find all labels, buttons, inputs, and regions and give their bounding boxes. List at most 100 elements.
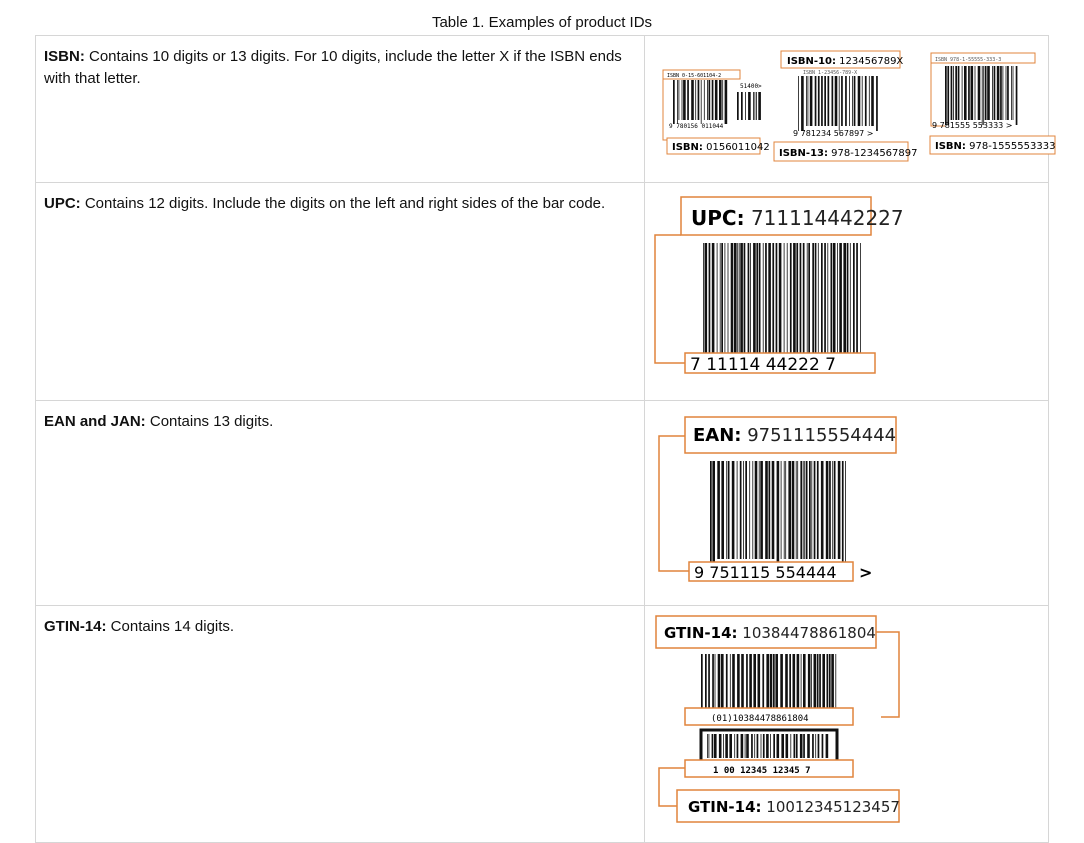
barcode-bar bbox=[753, 92, 754, 120]
barcode-bar bbox=[746, 734, 749, 758]
barcode-bar bbox=[711, 734, 714, 758]
barcode-bar bbox=[741, 654, 744, 708]
barcode-bar bbox=[996, 66, 1000, 120]
barcode-bar bbox=[808, 243, 810, 355]
barcode-bar bbox=[727, 461, 730, 559]
isbn10-example-a: ISBN 0-15-601104-2 51400> 9 780156 01104… bbox=[662, 69, 770, 155]
barcode-bar bbox=[748, 92, 751, 120]
table-caption: Table 1. Examples of product IDs bbox=[431, 14, 653, 31]
svg-text:ISBN-13: 978-1234567897: ISBN-13: 978-1234567897 bbox=[779, 148, 918, 159]
barcode-bar bbox=[721, 654, 724, 708]
barcode-bar bbox=[758, 461, 760, 559]
barcode-bar bbox=[820, 461, 824, 559]
svg-text:GTIN-14: 10384478861804: GTIN-14: 10384478861804 bbox=[664, 624, 876, 642]
barcode-bar bbox=[804, 461, 806, 559]
gtin-low-digits: 1 00 12345 12345 7 bbox=[713, 766, 811, 776]
ean-description: EAN and JAN: Contains 13 digits. bbox=[35, 400, 645, 606]
barcode-bar bbox=[737, 654, 740, 708]
barcode-bar bbox=[703, 80, 705, 120]
barcode-bar bbox=[732, 654, 735, 708]
barcode-bar bbox=[691, 80, 694, 120]
barcode-bar bbox=[722, 80, 724, 120]
barcode-bar bbox=[791, 461, 795, 559]
barcode-bar bbox=[705, 654, 707, 708]
barcode-bar bbox=[821, 734, 824, 758]
barcode-bar bbox=[700, 80, 702, 124]
barcode-bar bbox=[831, 654, 834, 708]
barcode-bar bbox=[849, 76, 850, 126]
barcode-bar bbox=[816, 654, 819, 708]
barcode-bar bbox=[789, 243, 792, 355]
barcode-bar bbox=[797, 461, 799, 559]
barcode-bar bbox=[760, 461, 763, 559]
barcode-bar bbox=[981, 66, 983, 125]
barcode-bar bbox=[721, 243, 723, 355]
upc-term: UPC: bbox=[44, 195, 81, 212]
upc-text: Contains 12 digits. Include the digits o… bbox=[80, 195, 606, 212]
barcode-bar bbox=[757, 654, 761, 708]
barcode-bar bbox=[845, 76, 847, 126]
barcode-bar bbox=[725, 654, 728, 708]
barcode-bar bbox=[762, 243, 764, 355]
barcode-bar bbox=[756, 734, 759, 758]
barcode-bar bbox=[772, 243, 775, 355]
barcode-bar bbox=[807, 76, 809, 126]
barcode-bar bbox=[766, 654, 769, 708]
barcode-bar bbox=[827, 76, 830, 126]
barcode-bar bbox=[740, 243, 743, 355]
gtin-text: Contains 14 digits. bbox=[106, 618, 235, 635]
barcode-bar bbox=[813, 654, 817, 708]
barcode-bar bbox=[707, 80, 708, 120]
barcode-bar bbox=[1012, 66, 1014, 120]
barcode-bar bbox=[1007, 66, 1009, 120]
barcode-bar bbox=[811, 461, 813, 559]
barcode-bar bbox=[821, 76, 823, 126]
ean-label-key: EAN: bbox=[693, 425, 742, 446]
gtin-mid-digits: (01)10384478861804 bbox=[711, 714, 809, 724]
barcode-bar bbox=[776, 734, 780, 758]
upc-bars bbox=[703, 243, 861, 365]
barcode-bar bbox=[743, 243, 746, 355]
gtin-figure-cell: GTIN-14: 10384478861804 (01)103844788618… bbox=[644, 605, 1049, 843]
barcode-bar bbox=[837, 461, 841, 559]
barcode-bar bbox=[717, 461, 720, 559]
barcode-bar bbox=[745, 92, 746, 120]
barcode-bar bbox=[830, 243, 833, 355]
barcode-bar bbox=[730, 243, 734, 355]
barcode-bar bbox=[719, 80, 722, 120]
barcode-bar bbox=[832, 243, 836, 355]
ean-label-value: 9751115554444 bbox=[747, 425, 896, 446]
barcode-bar bbox=[687, 80, 689, 120]
barcode-bar bbox=[778, 243, 782, 355]
barcode-bar bbox=[841, 76, 843, 126]
barcode-bar bbox=[788, 461, 791, 559]
upc-label-key: UPC: bbox=[691, 206, 745, 230]
gtin-top-value: 10384478861804 bbox=[742, 624, 876, 642]
isbn-b-top-key: ISBN-10: bbox=[787, 56, 836, 67]
barcode-bar bbox=[835, 654, 837, 708]
isbn-barcode-examples: ISBN 0-15-601104-2 51400> 9 780156 01104… bbox=[662, 50, 1056, 162]
ean-digits: 9 751115 554444 bbox=[694, 563, 837, 582]
barcode-bar bbox=[708, 734, 710, 758]
barcode-bar bbox=[678, 80, 680, 120]
barcode-bar bbox=[786, 243, 788, 355]
barcode-bar bbox=[708, 654, 710, 708]
barcode-bar bbox=[857, 76, 861, 126]
barcode-bar bbox=[714, 734, 717, 758]
barcode-bar bbox=[796, 243, 799, 355]
barcode-bar bbox=[770, 734, 771, 758]
barcode-bar bbox=[723, 734, 724, 758]
barcode-bar bbox=[806, 76, 807, 126]
barcode-bar bbox=[992, 66, 993, 120]
svg-text:EAN: 9751115554444: EAN: 9751115554444 bbox=[693, 425, 896, 446]
barcode-bar bbox=[816, 461, 819, 559]
gtin-description: GTIN-14: Contains 14 digits. bbox=[35, 605, 645, 843]
barcode-bar bbox=[747, 243, 750, 355]
barcode-bar bbox=[751, 734, 753, 758]
barcode-bar bbox=[827, 243, 829, 355]
barcode-bar bbox=[773, 734, 775, 758]
barcode-bar bbox=[765, 243, 767, 355]
gtin-bottom-key: GTIN-14: bbox=[688, 798, 762, 816]
svg-text:ISBN: 0156011042: ISBN: 0156011042 bbox=[672, 142, 770, 153]
isbn-c-bars bbox=[945, 66, 1018, 125]
